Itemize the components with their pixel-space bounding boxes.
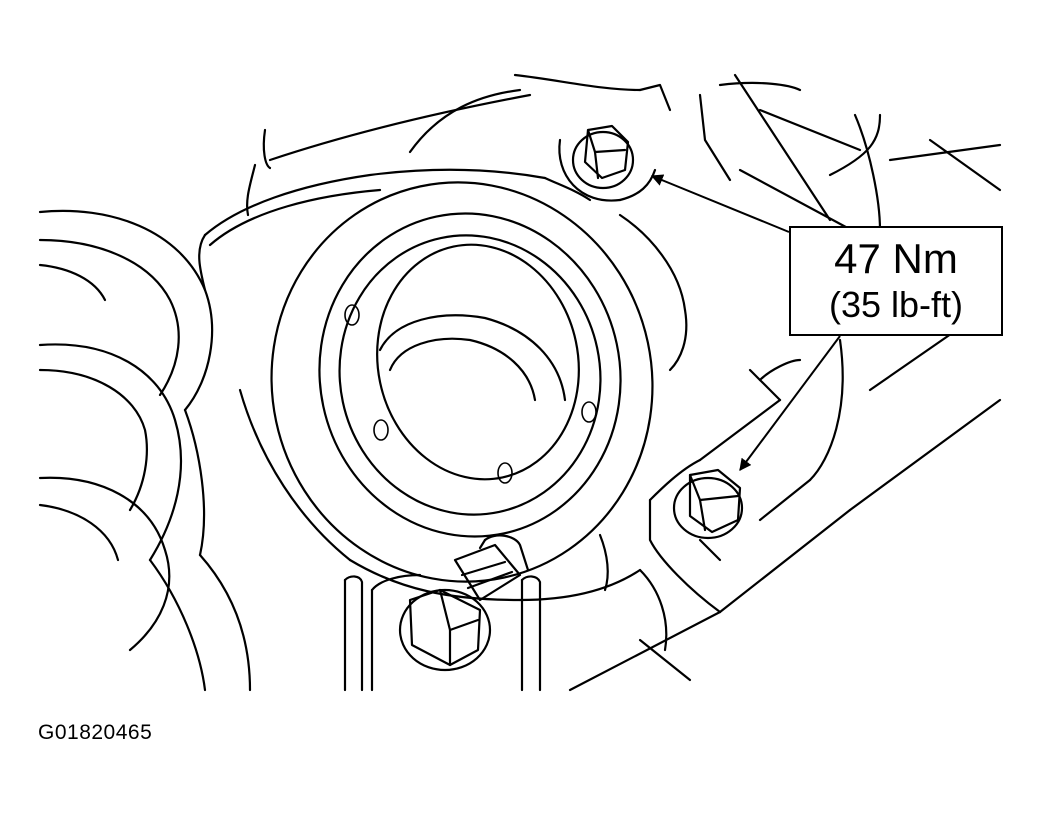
torque-imperial-label: (35 lb-ft): [828, 284, 964, 325]
lower-bracket: [568, 298, 1002, 692]
lower-bolt: [672, 468, 744, 540]
threaded-stud: [398, 534, 530, 672]
left-housing-lobes: [38, 209, 252, 692]
callout-leaders: [650, 174, 841, 471]
bearing-bore-rings: [270, 181, 654, 583]
housing-outline: [198, 93, 688, 652]
upper-bolt: [571, 124, 635, 190]
torque-metric-label: 47 Nm: [834, 235, 958, 282]
torque-callout: 47 Nm (35 lb-ft): [789, 226, 1003, 336]
leader-line-upper: [650, 174, 790, 233]
upper-bracket: [408, 73, 1002, 242]
figure-id: G01820465: [38, 721, 153, 744]
leader-line-lower: [739, 335, 841, 471]
lower-rods: [343, 573, 542, 692]
